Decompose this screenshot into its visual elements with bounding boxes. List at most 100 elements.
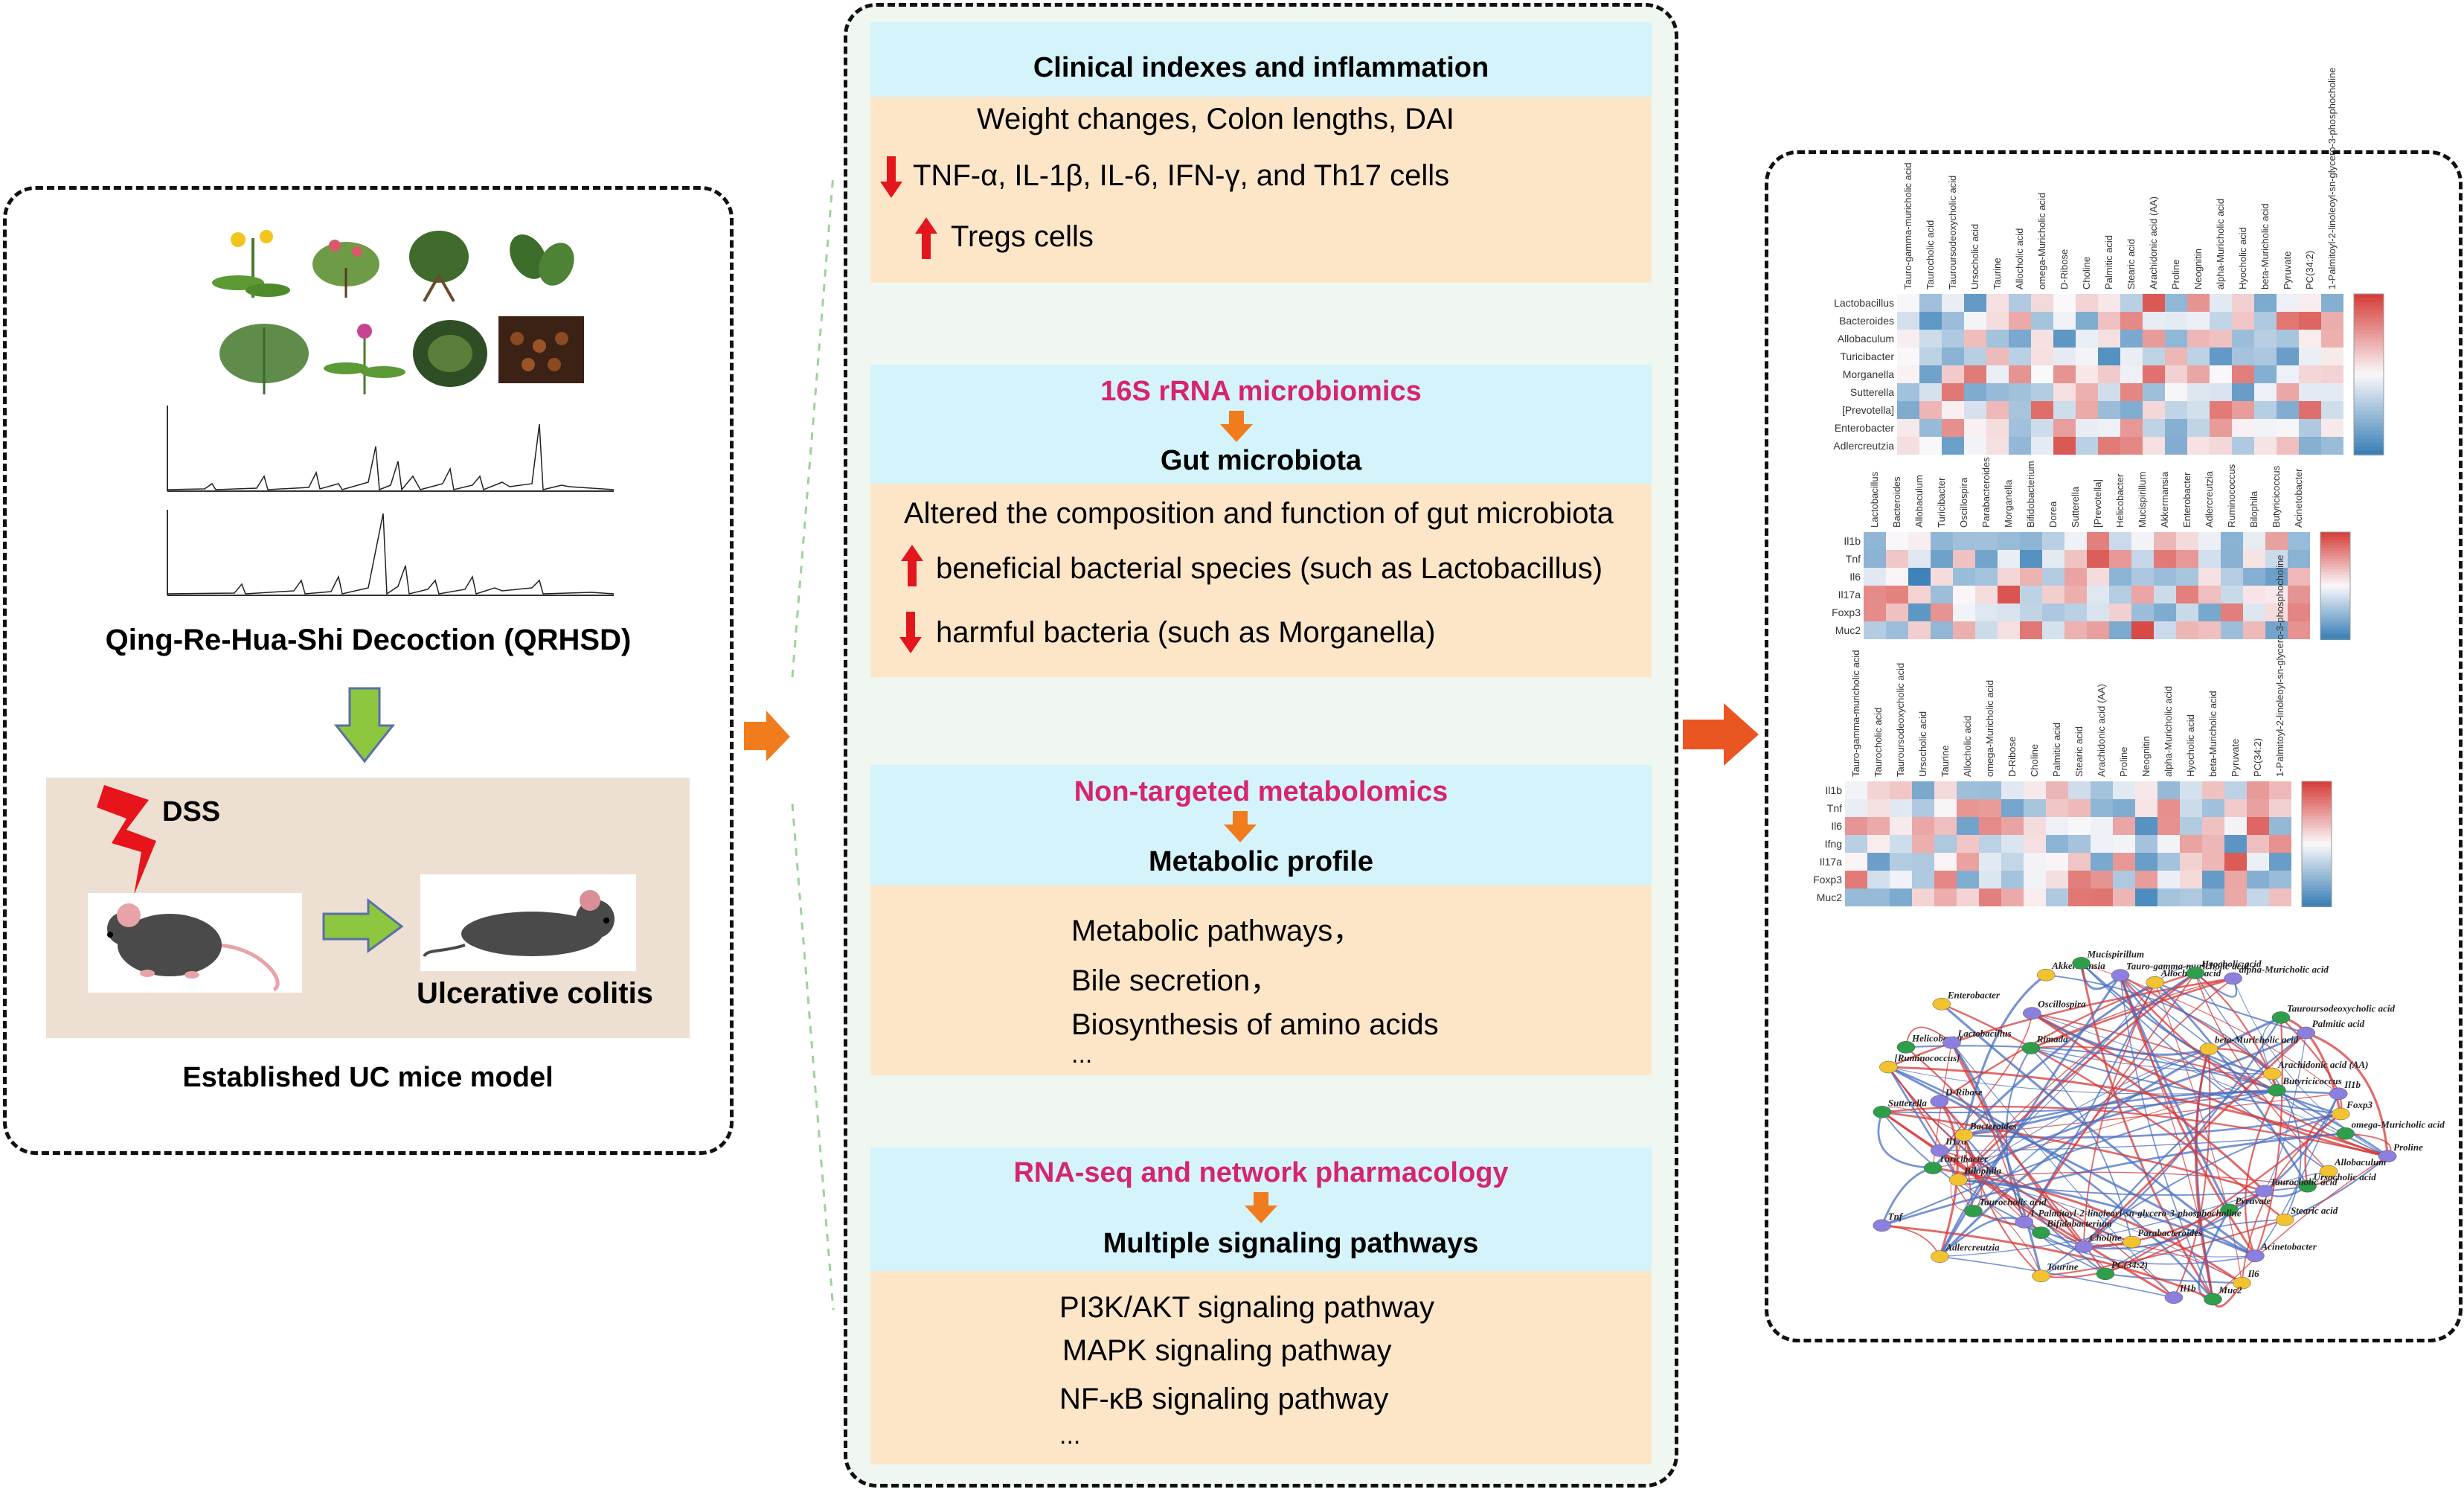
network-edge (2120, 975, 2214, 1300)
heatmap-row-label: Tnf (1846, 553, 1861, 565)
heatmap-cell (1897, 348, 1919, 365)
heatmap-cell (2288, 603, 2310, 621)
heatmap-cell (2187, 330, 2210, 348)
heatmap-cell (2135, 889, 2157, 906)
heatmap-cell (1942, 365, 1964, 383)
heatmap-cell (2009, 294, 2031, 312)
network-node (1949, 1174, 1968, 1186)
network-edge (1877, 1111, 1934, 1170)
heatmap-cell (2165, 365, 2187, 383)
colorbar-segment (2320, 540, 2350, 544)
heatmap-cell (2053, 294, 2076, 312)
network-node-label: PC(34:2) (2111, 1259, 2148, 1270)
heatmap-cell (2165, 383, 2187, 401)
heatmap-row-label: Sutterella (1850, 386, 1894, 398)
heatmap-cell (2187, 437, 2210, 455)
heatmap-col-label: Helicobacter (2114, 473, 2125, 528)
heatmap-cell (2091, 781, 2113, 799)
colorbar-segment (2320, 556, 2350, 560)
heatmap-cell (1986, 330, 2009, 348)
heatmap-cell (2131, 550, 2154, 568)
network-edge (2155, 982, 2306, 1034)
uc-footer: Established UC mice model (182, 1062, 554, 1093)
heatmap-cell (2224, 781, 2247, 799)
heatmap-cell (2143, 294, 2165, 312)
heatmap-cell (2180, 799, 2202, 817)
heatmap-cell (1986, 312, 2009, 330)
colorbar-segment (2302, 813, 2332, 817)
network-node-label: beta-Muricholic acid (2215, 1034, 2299, 1046)
heatmap-cell (2135, 817, 2157, 835)
heatmap-cell (2001, 799, 2024, 817)
heatmap-col-label: Hyocholic acid (2185, 714, 2196, 777)
heatmap-col-label: Taurocholic acid (1873, 708, 1884, 777)
colorbar-segment (2320, 577, 2350, 581)
colorbar-segment (2354, 350, 2384, 355)
network-node (2220, 1203, 2239, 1217)
network-edge (1957, 972, 2196, 1181)
heatmap-cell (2143, 330, 2165, 348)
heatmap-cell (1953, 550, 1975, 568)
sec1-line2: TNF-α, IL-1β, IL-6, IFN-γ, and Th17 cell… (913, 159, 1450, 192)
heatmap-cell (1998, 568, 2020, 586)
heatmap-cell (2046, 799, 2068, 817)
heatmap-cell (2109, 532, 2131, 550)
heatmap-cell (1908, 568, 1931, 586)
network-edge (1963, 1134, 2106, 1275)
heatmap-cell (2068, 835, 2091, 853)
heatmap-cell (1979, 799, 2001, 817)
heatmap-col-label: Tauroursodeoxycholic acid (1947, 176, 1958, 289)
heatmap-cell (2265, 603, 2288, 621)
network-edge (2024, 973, 2196, 1223)
heatmap-cell (2031, 312, 2053, 330)
colorbar-segment (2320, 566, 2350, 571)
colorbar-segment (2302, 875, 2332, 880)
colorbar-segment (2320, 599, 2350, 603)
heatmap-cell (2198, 532, 2221, 550)
heatmap-cell (2254, 437, 2277, 455)
heatmap-cell (2024, 781, 2046, 799)
colorbar-segment (2302, 819, 2332, 823)
heatmap-cell (2113, 871, 2135, 889)
colorbar-segment (2354, 366, 2384, 371)
colorbar-segment (2320, 609, 2350, 613)
heatmap-col-label: D-Ribose (2006, 737, 2018, 777)
heatmap-cell (2277, 312, 2299, 330)
heatmap-cell (2265, 532, 2288, 550)
heatmap-col-label: Allocholic acid (1962, 716, 1973, 777)
heatmap-cell (1886, 621, 1908, 639)
network-node (1873, 1106, 1892, 1118)
heatmap-cell (2198, 586, 2221, 603)
heatmap-row-label: Lactobacillus (1834, 297, 1894, 309)
heatmap-cell (2068, 781, 2091, 799)
colorbar-segment (2354, 378, 2384, 383)
heatmap-cell (2131, 586, 2154, 603)
heatmap-cell (2046, 853, 2068, 871)
heatmap-cell (2098, 312, 2120, 330)
heatmap-cell (1986, 294, 2009, 312)
heatmap-cell (2076, 348, 2098, 365)
heatmap-cell (2087, 621, 2109, 639)
heatmap-cell (1964, 383, 1986, 401)
heatmap-cell (2247, 817, 2269, 835)
heatmap-cell (2277, 365, 2299, 383)
heatmap-cell (1897, 294, 1919, 312)
heatmap-cell (2176, 603, 2198, 621)
network-node-label: Bifidobacterium (2046, 1218, 2111, 1229)
heatmap-cell (2247, 889, 2269, 906)
heatmap-cell (1845, 889, 1867, 906)
heatmap-cell (1919, 330, 1942, 348)
heatmap-cell (1934, 781, 1957, 799)
network-node (1931, 1250, 1949, 1263)
heatmap-cell (2299, 312, 2321, 330)
heatmap-cell (2321, 365, 2343, 383)
heatmap-cell (2254, 330, 2277, 348)
colorbar-segment (2354, 310, 2384, 315)
network-node (2329, 1087, 2348, 1101)
heatmap-cell (2321, 419, 2343, 437)
sick-mouse-icon (423, 890, 615, 958)
heatmap-cell (2042, 550, 2064, 568)
heatmap-cell (2247, 871, 2269, 889)
heatmap-cell (2232, 312, 2254, 330)
heatmap-cell (1979, 889, 2001, 906)
